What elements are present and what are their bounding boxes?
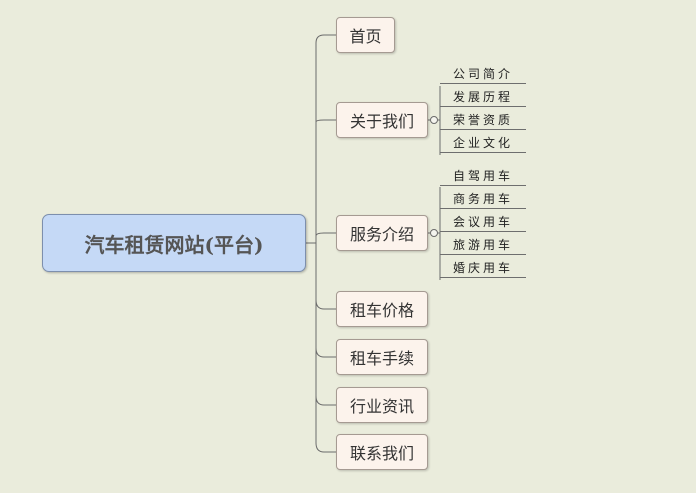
leaf-self-drive[interactable]: 自驾用车 <box>440 166 526 186</box>
root-label: 汽车租赁网站(平台) <box>84 232 264 257</box>
node-industry-news[interactable]: 行业资讯 <box>336 387 428 423</box>
node-home[interactable]: 首页 <box>336 17 395 53</box>
leaf-conference-car[interactable]: 会议用车 <box>440 212 526 232</box>
leaf-culture[interactable]: 企业文化 <box>440 133 526 153</box>
leaf-business-car[interactable]: 商务用车 <box>440 189 526 209</box>
node-contact-us[interactable]: 联系我们 <box>336 434 428 470</box>
node-label: 关于我们 <box>349 112 414 131</box>
node-rental-procedure[interactable]: 租车手续 <box>336 339 428 375</box>
node-label: 服务介绍 <box>349 225 414 244</box>
node-label: 联系我们 <box>349 444 414 463</box>
leaf-history[interactable]: 发展历程 <box>440 87 526 107</box>
node-label: 首页 <box>349 27 382 46</box>
leaf-travel-car[interactable]: 旅游用车 <box>440 235 526 255</box>
leaf-wedding-car[interactable]: 婚庆用车 <box>440 258 526 278</box>
node-rental-price[interactable]: 租车价格 <box>336 291 428 327</box>
node-label: 租车价格 <box>349 301 414 320</box>
node-label: 行业资讯 <box>349 397 414 416</box>
root-node[interactable]: 汽车租赁网站(平台) <box>42 214 306 272</box>
leaf-honors[interactable]: 荣誉资质 <box>440 110 526 130</box>
node-services[interactable]: 服务介绍 <box>336 215 428 251</box>
node-label: 租车手续 <box>349 349 414 368</box>
leaf-company-profile[interactable]: 公司简介 <box>440 64 526 84</box>
node-about-us[interactable]: 关于我们 <box>336 102 428 138</box>
